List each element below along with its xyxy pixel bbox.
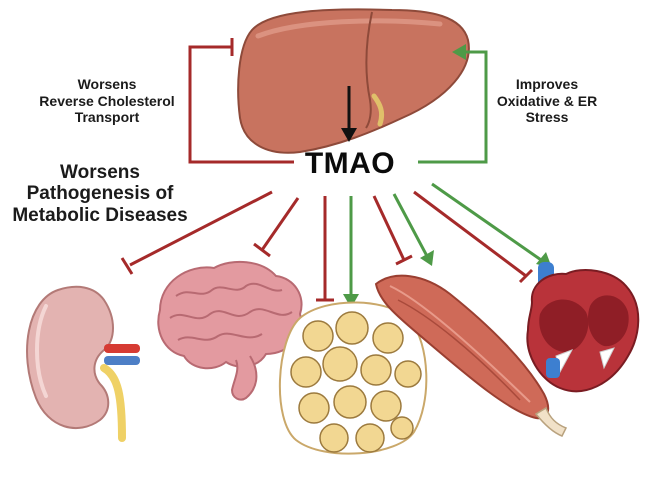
inhibit-heart (413, 190, 527, 278)
promote-muscle (392, 193, 430, 259)
promote-heart (431, 182, 545, 264)
inhibit-kidney-bar (120, 257, 134, 275)
inhibit-muscle-bar (395, 254, 413, 266)
brain-icon (157, 260, 303, 401)
oxidative-stress-promotion (418, 44, 488, 164)
inhibition-lines (120, 190, 534, 302)
oxidative-er-stress-label: Improves Oxidative & ER Stress (496, 76, 598, 126)
tmao-center-label: TMAO (304, 147, 396, 180)
heart-icon (526, 262, 640, 393)
liver-to-tmao-arrow (341, 86, 357, 142)
adipose-tissue-icon (279, 301, 428, 455)
cholesterol-transport-inhibition (188, 38, 294, 164)
metabolic-diseases-label: Worsens Pathogenesis of Metabolic Diseas… (12, 162, 188, 226)
inhibit-brain (260, 197, 300, 251)
inhibit-heart-bar (518, 268, 534, 284)
promotion-arrows (343, 182, 552, 308)
kidney-icon (26, 285, 140, 442)
muscle-icon (374, 274, 568, 437)
inhibit-brain-bar (253, 242, 271, 258)
liver-icon (237, 8, 470, 154)
reverse-cholesterol-transport-label: Worsens Reverse Cholesterol Transport (39, 76, 175, 126)
inhibit-kidney (129, 190, 273, 267)
inhibit-muscle (372, 195, 406, 261)
